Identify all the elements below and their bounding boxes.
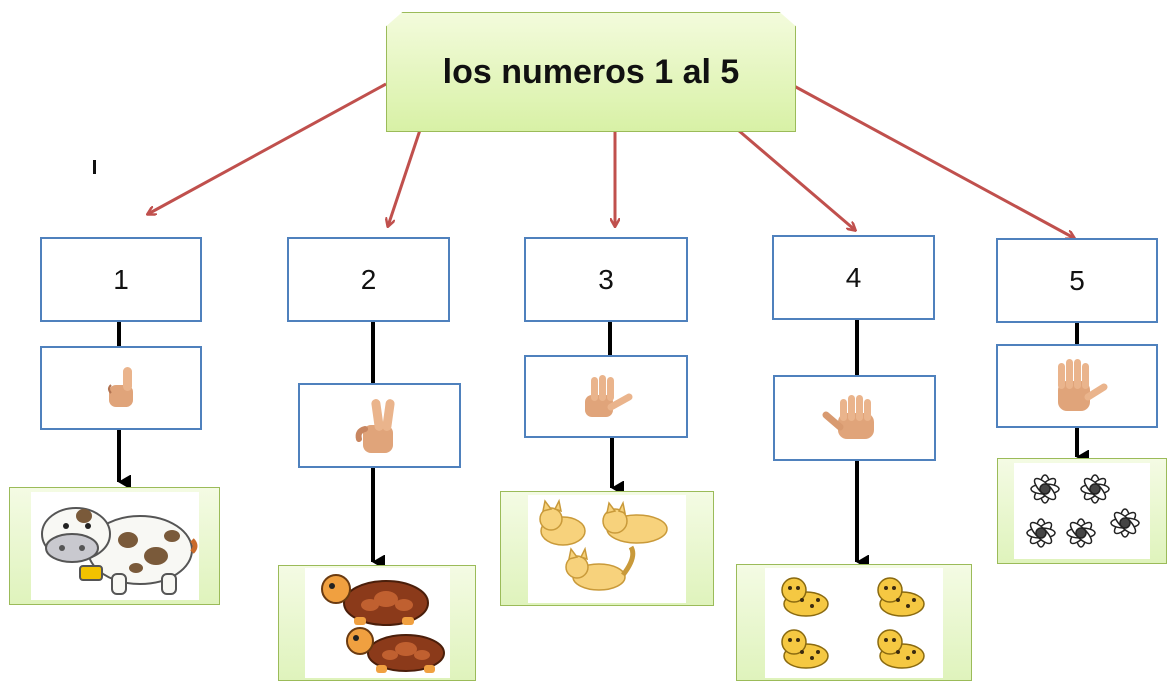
number-box-1: 1 (40, 237, 202, 322)
picture-box-5 (997, 458, 1167, 564)
turtle-2 (346, 627, 445, 673)
hand-box-1 (40, 346, 202, 430)
hand-box-3 (524, 355, 688, 438)
hand-five-fingers-icon (1058, 359, 1108, 411)
hand-box-4 (773, 375, 936, 461)
diagram-title: los numeros 1 al 5 (442, 52, 740, 91)
arrow-to-2 (388, 129, 422, 226)
hand-one-finger-icon (108, 367, 133, 407)
number-box-5: 5 (996, 238, 1158, 323)
stray-mark (93, 160, 96, 174)
picture-box-3 (500, 491, 714, 606)
turtle-1 (321, 574, 429, 626)
hand-three-fingers-icon (585, 374, 633, 417)
picture-box-1 (9, 487, 220, 605)
arrow-to-1 (148, 82, 387, 214)
picture-box-2 (278, 565, 476, 681)
number-label-4: 4 (845, 261, 862, 293)
turtle-icon (321, 574, 445, 673)
hand-four-fingers-icon (822, 395, 874, 439)
cheetah-icon (781, 576, 925, 669)
cow-icon (40, 507, 197, 595)
arrow-to-5 (793, 84, 1074, 238)
arrow-to-4 (737, 128, 855, 230)
number-label-5: 5 (1069, 264, 1085, 296)
number-box-3: 3 (524, 237, 688, 322)
number-box-4: 4 (772, 235, 935, 320)
flower-icon (1026, 474, 1140, 548)
number-box-2: 2 (287, 237, 450, 322)
cat-icon (539, 498, 668, 591)
number-label-1: 1 (113, 263, 129, 295)
picture-box-4 (736, 564, 972, 681)
title-box: los numeros 1 al 5 (386, 12, 796, 132)
hand-box-5 (996, 344, 1158, 428)
hand-two-fingers-icon (355, 398, 395, 453)
number-label-2: 2 (360, 263, 377, 295)
hand-box-2 (298, 383, 461, 468)
number-label-3: 3 (598, 263, 614, 295)
